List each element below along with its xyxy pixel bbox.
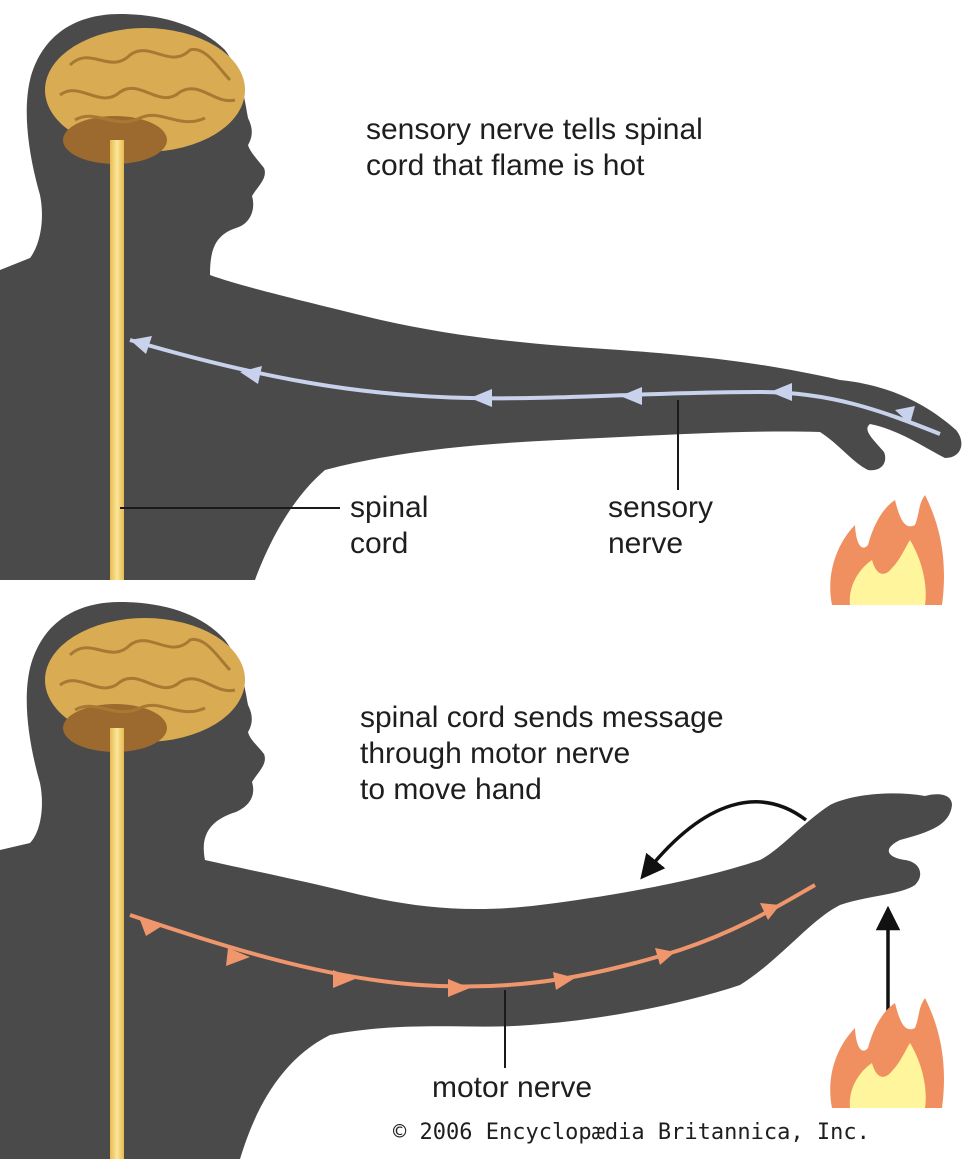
copyright-notice: © 2006 Encyclopædia Britannica, Inc.	[393, 1120, 870, 1145]
flame-icon	[830, 495, 945, 605]
motion-arrow-icon	[640, 800, 808, 880]
top-spinal-cord	[110, 140, 124, 580]
sensory-nerve-path	[129, 338, 941, 436]
bottom-spinal-cord	[110, 728, 124, 1159]
top-caption: sensory nerve tells spinal cord that fla…	[366, 113, 703, 182]
sensory-nerve-arrowheads	[130, 336, 915, 424]
bottom-panel	[0, 602, 952, 1159]
top-body-silhouette	[0, 14, 962, 580]
bottom-body-silhouette	[0, 602, 952, 1159]
motor-nerve-label: motor nerve	[432, 1071, 593, 1104]
sensory-nerve-label: sensory nerve	[608, 491, 714, 560]
motor-nerve-arrowheads	[140, 903, 780, 997]
motor-nerve-path	[129, 883, 816, 989]
bottom-caption: spinal cord sends message through motor …	[360, 701, 724, 806]
spinal-cord-label: spinal cord	[350, 491, 429, 560]
top-panel	[0, 14, 962, 605]
flame-icon	[830, 998, 945, 1108]
